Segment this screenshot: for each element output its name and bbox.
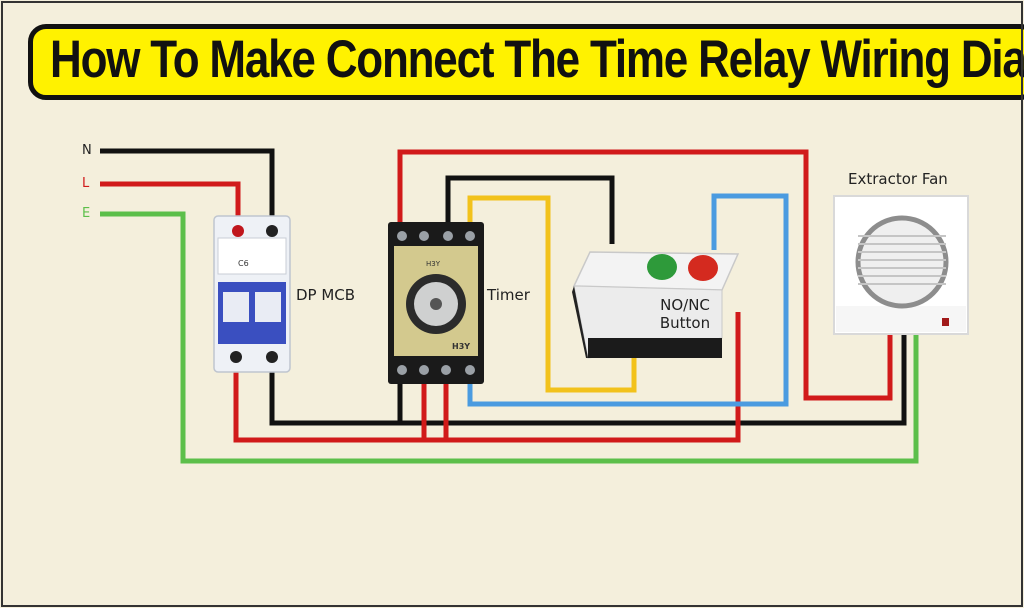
- green-button[interactable]: [647, 254, 677, 280]
- mcb-marking: C6: [238, 259, 249, 268]
- dp-mcb: C6: [213, 215, 291, 373]
- live-supply-wire: [100, 181, 241, 228]
- wires: [100, 148, 919, 464]
- earth-wire: [100, 211, 919, 464]
- neutral-load-wire: [269, 332, 907, 426]
- blue-signal-wire: [467, 193, 789, 407]
- earth-label: E: [82, 206, 91, 221]
- button-label: NO/NC Button: [642, 296, 728, 332]
- timer-to-button-wire: [445, 175, 615, 244]
- mcb-label: DP MCB: [296, 286, 356, 304]
- red-button[interactable]: [688, 255, 718, 281]
- fan-indicator: [942, 318, 949, 326]
- push-button-box: [572, 251, 740, 359]
- timer-bottom-marking: H3Y: [452, 342, 470, 351]
- timer-bottom-screws: [397, 365, 475, 375]
- fan-label: Extractor Fan: [848, 170, 948, 188]
- mcb-terminal: [232, 225, 244, 237]
- mcb-terminal: [266, 225, 278, 237]
- mcb-terminal: [230, 351, 242, 363]
- mcb-terminal: [266, 351, 278, 363]
- neutral-supply-wire: [100, 148, 275, 228]
- timer-to-fan-wire: [397, 149, 893, 401]
- timer-relay: H3Y H3Y: [388, 222, 484, 384]
- neutral-label: N: [82, 143, 92, 158]
- diagram-title: How To Make Connect The Time Relay Wirin…: [50, 30, 1024, 89]
- timer-top-marking: H3Y: [426, 260, 441, 268]
- button-label-line1: NO/NC: [660, 296, 710, 314]
- button-label-line2: Button: [659, 314, 711, 332]
- fan-grille: [858, 235, 946, 285]
- timer-top-screws: [397, 231, 475, 241]
- live-load-wire: [233, 312, 741, 443]
- yellow-signal-wire: [467, 195, 637, 393]
- live-label: L: [82, 176, 90, 191]
- timer-label: Timer: [487, 286, 530, 304]
- title-banner: [28, 24, 1024, 100]
- extractor-fan: [833, 195, 969, 335]
